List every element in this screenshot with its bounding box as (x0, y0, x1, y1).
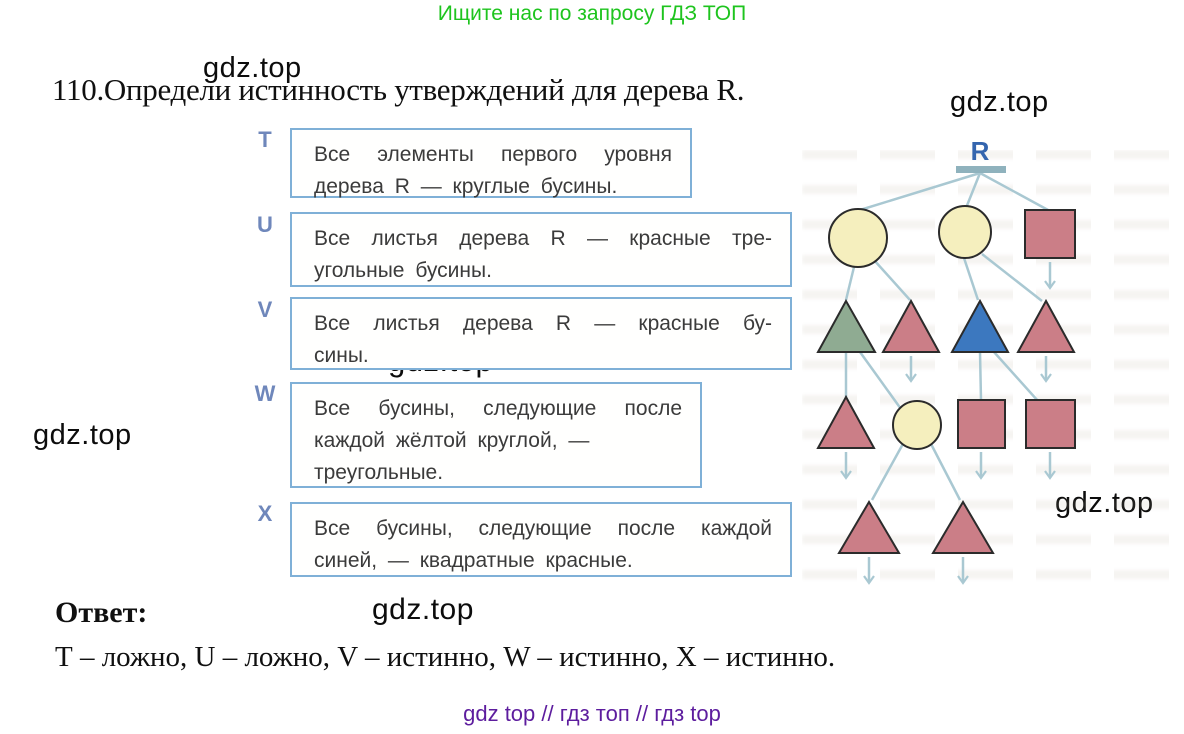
answer-text: Т – ложно, U – ложно, V – истинно, W – и… (55, 641, 836, 673)
bead-red-triangle-2 (1016, 298, 1076, 353)
bead-red-triangle-3 (816, 394, 876, 449)
footer-tagline: gdz top // гдз топ // гдз top (463, 701, 721, 726)
statement-label-w: W (254, 381, 276, 406)
statement-line: Все элементы первого уровня (314, 143, 672, 166)
statement-label-t: T (258, 127, 272, 152)
tree-edges (844, 171, 1049, 501)
bead-red-triangle-5 (931, 500, 995, 554)
statement-line: угольные бусины. (314, 259, 492, 282)
tree-root-label: R (971, 136, 990, 166)
statement-line: треугольные. (314, 461, 444, 484)
statement-line: Все листья дерева R — красные бу- (314, 312, 772, 335)
watermark-below-x: gdz.top (372, 593, 474, 626)
statement-line: дерева R — круглые бусины. (314, 175, 618, 198)
statement-box-v: Все листья дерева R — красные бу- сины. (290, 297, 792, 370)
statement-label-u: U (257, 212, 273, 237)
bead-red-triangle-4 (837, 500, 901, 554)
statement-box-t: Все элементы первого уровня дерева R — к… (290, 128, 692, 198)
bead-blue-triangle (950, 298, 1010, 353)
statement-label-x: X (257, 501, 273, 526)
statement-line: каждой жёлтой круглой, — (314, 429, 590, 452)
tree-root-bar (956, 166, 1006, 173)
bead-yellow-circle-1 (828, 208, 888, 268)
promo-banner: Ищите нас по запросу ГДЗ ТОП (437, 2, 747, 25)
bead-red-triangle-1 (881, 298, 941, 353)
statement-label-v: V (257, 297, 273, 322)
watermark-right-middle: gdz.top (1055, 487, 1154, 519)
leaf-arrows (840, 262, 1056, 585)
bead-red-square-3 (1025, 399, 1076, 449)
statement-line: синей, — квадратные красные. (314, 549, 633, 572)
bead-green-triangle (816, 298, 877, 353)
page-title: 110.Определи истинность утверждений для … (52, 72, 745, 107)
bead-red-square-1 (1024, 209, 1076, 259)
tree-diagram: R (816, 136, 1076, 585)
bead-yellow-circle-3 (892, 400, 942, 450)
statement-line: Все бусины, следующие после каждой (314, 517, 772, 540)
bead-yellow-circle-2 (938, 205, 992, 259)
statement-box-w: Все бусины, следующие после каждой жёлто… (290, 382, 702, 488)
statement-line: Все листья дерева R — красные тре- (314, 227, 772, 250)
statement-line: сины. (314, 344, 369, 367)
watermark-top-left: gdz.top (203, 52, 302, 84)
watermark-left-middle: gdz.top (33, 419, 132, 451)
statement-box-x: Все бусины, следующие после каждой синей… (290, 502, 792, 577)
statement-line: Все бусины, следующие после (314, 397, 682, 420)
statement-box-u: Все листья дерева R — красные тре- уголь… (290, 212, 792, 287)
watermark-title-right: gdz.top (950, 86, 1049, 118)
answer-heading: Ответ: (55, 596, 148, 629)
bead-red-square-2 (957, 399, 1006, 449)
